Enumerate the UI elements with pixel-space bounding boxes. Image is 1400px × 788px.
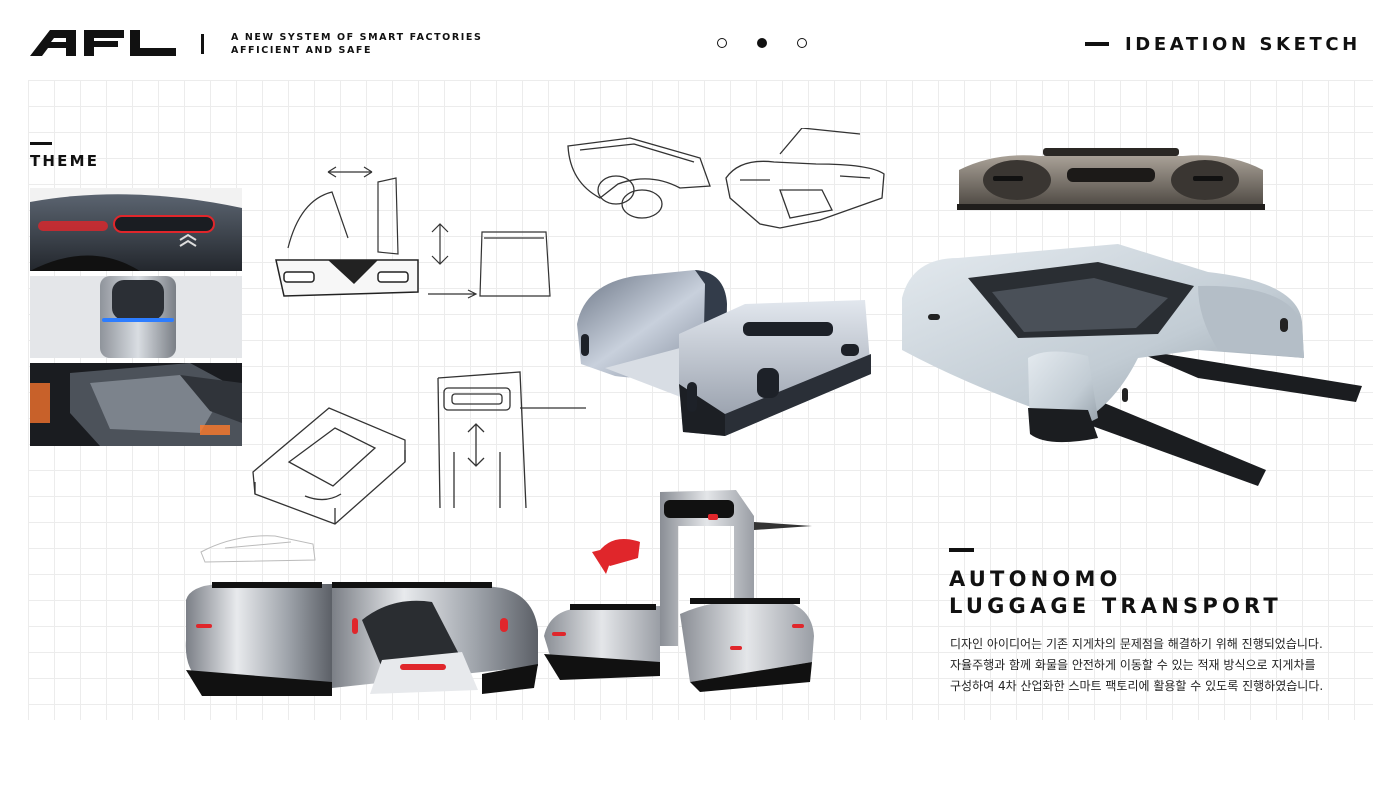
twin-roller-sketch bbox=[567, 137, 711, 219]
desc-line3: 구성하여 4차 산업화한 스마트 팩토리에 활용할 수 있도록 진행하였습니다. bbox=[950, 679, 1324, 693]
tagline-line1: A NEW SYSTEM OF SMART FACTORIES bbox=[231, 32, 483, 43]
tilting-arm-sketch bbox=[275, 166, 551, 299]
headline-line2: LUGGAGE TRANSPORT bbox=[949, 594, 1282, 618]
desc-line1: 디자인 아이디어는 기존 지게차의 문제점을 해결하기 위해 진행되었습니다. bbox=[950, 637, 1323, 651]
pagination-dots bbox=[717, 38, 807, 48]
forklift-platform-render bbox=[902, 244, 1362, 486]
theme-label: THEME bbox=[30, 152, 100, 170]
car-taillight-photo bbox=[30, 188, 242, 271]
section-title: IDEATION SKETCH bbox=[1125, 34, 1361, 55]
lift-tower-render bbox=[544, 490, 814, 692]
small-cart-sketch bbox=[200, 535, 316, 563]
section-dash bbox=[1085, 42, 1109, 46]
page-dot-1[interactable] bbox=[717, 38, 727, 48]
header-divider bbox=[201, 34, 204, 54]
headline-line1: AUTONOMO bbox=[949, 567, 1122, 591]
theme-dash bbox=[30, 142, 52, 145]
headline-dash bbox=[949, 548, 974, 552]
description: 디자인 아이디어는 기존 지게차의 문제점을 해결하기 위해 진행되었습니다. … bbox=[950, 634, 1330, 697]
afl-logo bbox=[30, 30, 176, 56]
headline: AUTONOMO LUGGAGE TRANSPORT bbox=[949, 566, 1282, 620]
desc-line2: 자율주행과 함께 화물을 안전하게 이동할 수 있는 적재 방식으로 지게차를 bbox=[950, 658, 1316, 672]
device-blue-light-photo bbox=[30, 276, 242, 358]
cart-outline-sketch bbox=[252, 407, 406, 525]
tagline: A NEW SYSTEM OF SMART FACTORIES AFFICIEN… bbox=[231, 31, 482, 57]
dark-roller-render bbox=[957, 148, 1265, 210]
flat-roller-sketch bbox=[725, 128, 885, 229]
mech-robot-photo bbox=[30, 363, 242, 446]
lift-mast-sketch bbox=[437, 371, 586, 508]
transport-pods-render bbox=[185, 582, 538, 696]
lifter-module-render bbox=[577, 270, 871, 436]
page-dot-3[interactable] bbox=[797, 38, 807, 48]
page-dot-2[interactable] bbox=[757, 38, 767, 48]
tagline-line2: AFFICIENT AND SAFE bbox=[231, 45, 373, 56]
